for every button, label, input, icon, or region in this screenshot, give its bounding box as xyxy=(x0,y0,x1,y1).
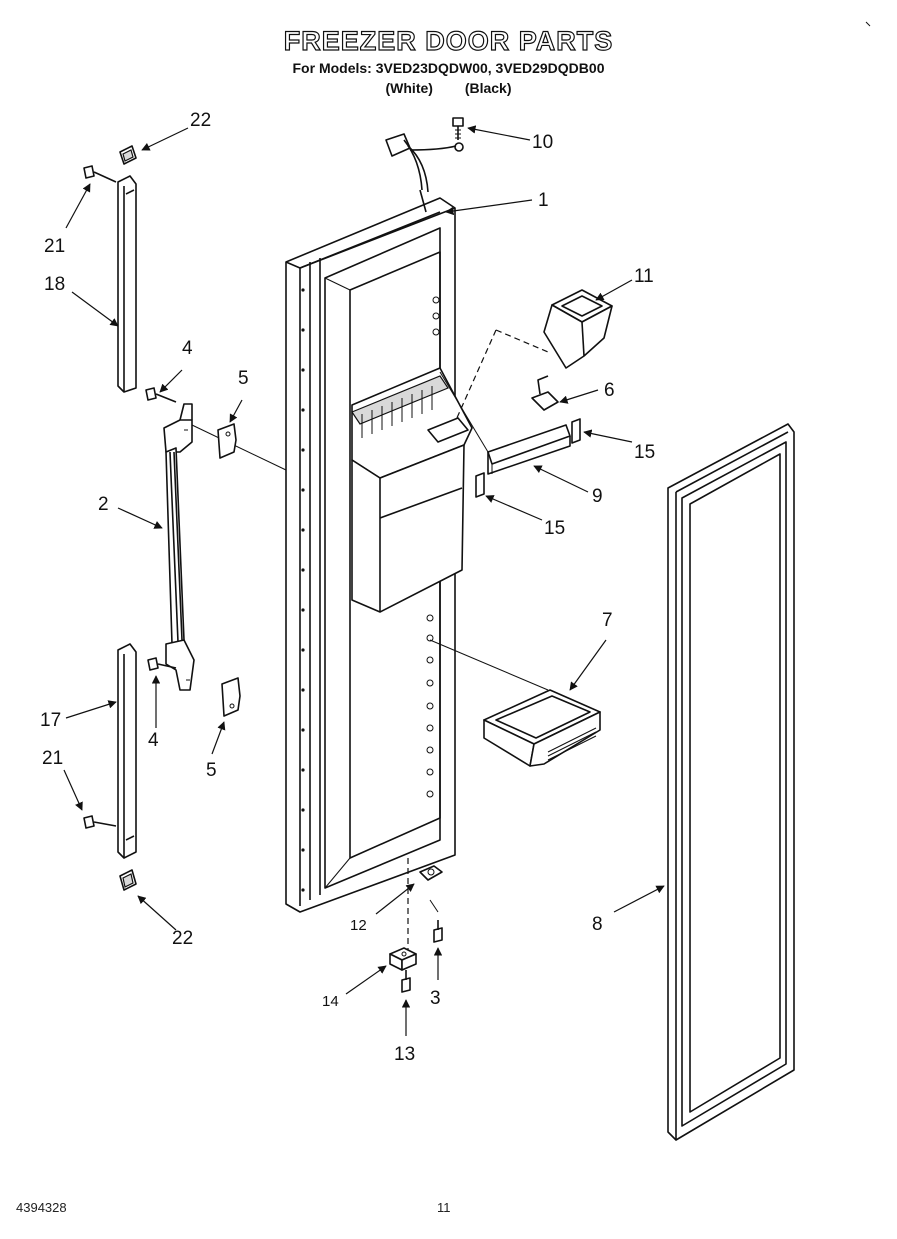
shelf-holes xyxy=(426,296,440,798)
door-panel xyxy=(285,197,473,913)
callout-9: 9 xyxy=(592,486,603,507)
trim-part-18 xyxy=(117,175,137,393)
callout-1: 1 xyxy=(538,190,549,211)
callout-7: 7 xyxy=(602,610,613,631)
screw-part-21a xyxy=(83,165,117,183)
callout-5-bottom: 5 xyxy=(206,760,217,781)
callout-17: 17 xyxy=(40,710,61,731)
door-edge-holes xyxy=(301,288,305,892)
callout-18: 18 xyxy=(44,274,65,295)
handle-part-2 xyxy=(163,403,287,691)
plate-part-5a xyxy=(217,423,237,459)
callout-4-top: 4 xyxy=(182,338,193,359)
callout-22-bottom: 22 xyxy=(172,928,193,949)
page-number: 11 xyxy=(437,1200,451,1215)
leader-lines xyxy=(63,125,665,1036)
dispenser-housing xyxy=(351,367,473,613)
plate-part-5b xyxy=(221,677,241,717)
callout-13: 13 xyxy=(394,1044,415,1065)
callout-labels: 22 21 18 4 5 2 17 4 5 21 22 10 1 11 6 15… xyxy=(40,110,655,1065)
model-list: For Models: 3VED23DQDW00, 3VED29DQDB00 xyxy=(292,60,605,76)
callout-21-bottom: 21 xyxy=(42,748,63,769)
wire-harness xyxy=(385,133,464,213)
callout-14: 14 xyxy=(322,993,339,1010)
callout-8: 8 xyxy=(592,914,603,935)
callout-3: 3 xyxy=(430,988,441,1009)
page-title: FREEZER DOOR PARTS xyxy=(283,25,614,56)
callout-15-right: 15 xyxy=(634,442,655,463)
hinge-bushing-part-12 xyxy=(407,858,443,950)
screw-part-13 xyxy=(401,970,411,993)
callout-22-top: 22 xyxy=(190,110,211,131)
color-variants: (White) (Black) xyxy=(385,80,512,96)
end-cap-part-15b xyxy=(475,472,485,498)
corner-mark xyxy=(865,21,871,27)
door-gasket xyxy=(667,423,795,1141)
screw-part-3 xyxy=(433,920,443,943)
callout-12: 12 xyxy=(350,917,367,934)
callout-5-top: 5 xyxy=(238,368,249,389)
callout-15-left: 15 xyxy=(544,518,565,539)
callout-10: 10 xyxy=(532,132,553,153)
end-cap-part-15a xyxy=(571,418,581,444)
callout-21-top: 21 xyxy=(44,236,65,257)
document-code: 4394328 xyxy=(16,1200,67,1215)
callout-11: 11 xyxy=(634,266,654,287)
cap-part-22a xyxy=(119,145,137,165)
trim-part-17 xyxy=(117,643,137,859)
cap-part-22b xyxy=(119,869,137,891)
callout-6: 6 xyxy=(604,380,615,401)
screw-part-10 xyxy=(452,117,464,140)
callout-4-bottom: 4 xyxy=(148,730,159,751)
screw-part-4b xyxy=(147,657,177,671)
rail-part-9 xyxy=(439,371,571,475)
callout-2: 2 xyxy=(98,494,109,515)
door-bin xyxy=(429,639,601,767)
clip-part-6 xyxy=(531,375,559,411)
hinge-block-part-14 xyxy=(389,947,417,971)
screw-part-21b xyxy=(83,815,117,829)
screw-part-4a xyxy=(145,387,177,403)
